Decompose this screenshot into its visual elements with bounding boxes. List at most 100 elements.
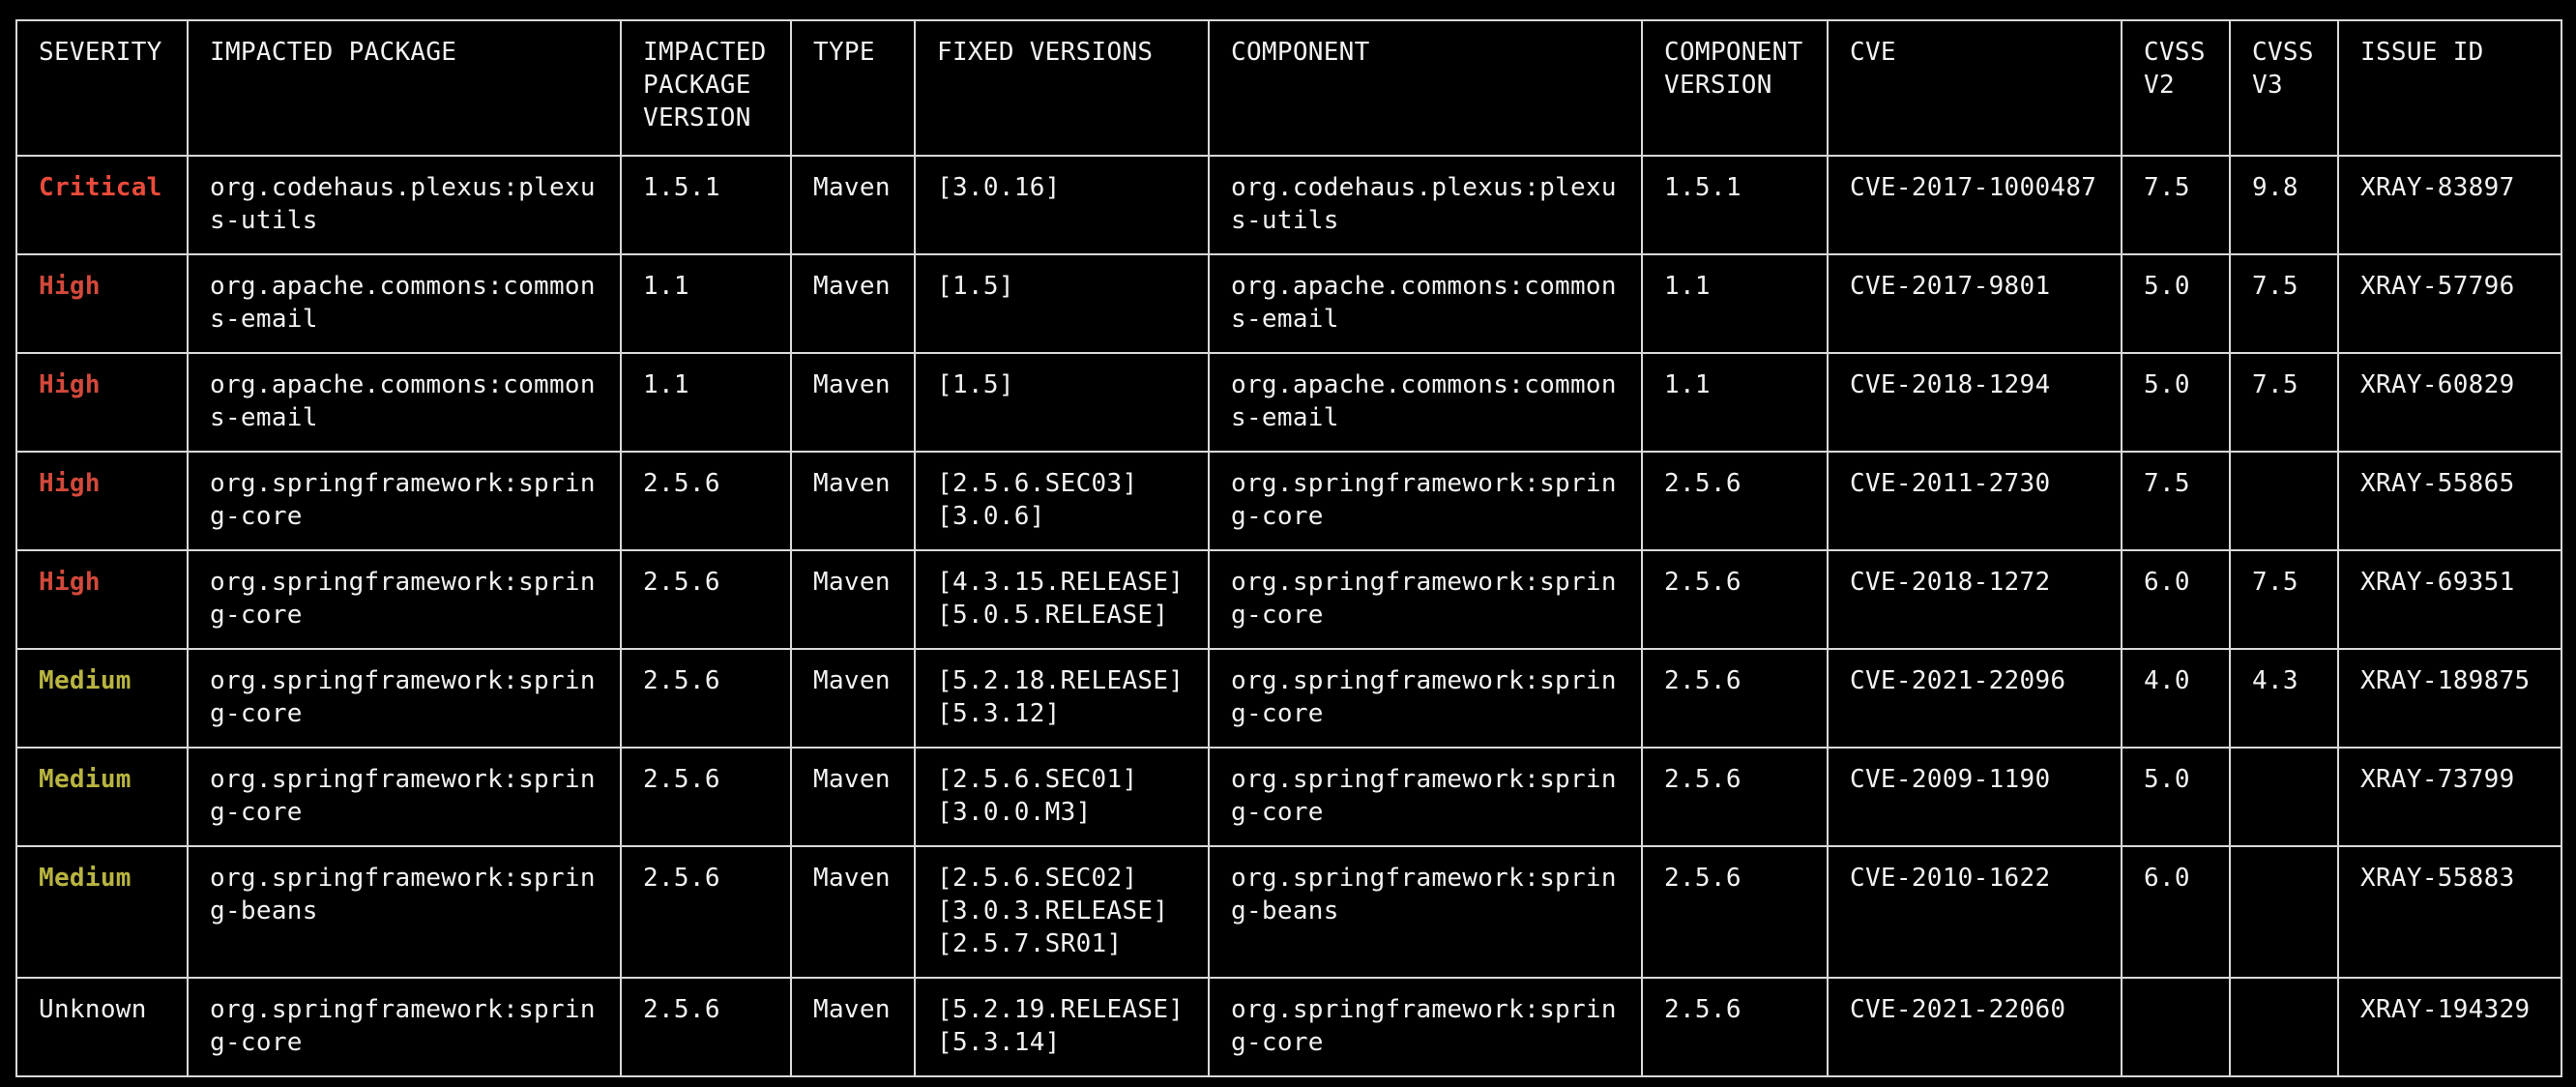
cve-cell: CVE-2017-1000487	[1827, 155, 2122, 255]
cve-cell: CVE-2018-1272	[1827, 549, 2122, 650]
column-header-cvss-v2: CVSS V2	[2121, 19, 2231, 157]
component-cell: org.springframework:spring-core	[1208, 549, 1643, 650]
cvss-v2-cell: 4.0	[2121, 648, 2231, 749]
issue-id-cell: XRAY-83897	[2337, 155, 2562, 255]
component-version-cell: 2.5.6	[1641, 977, 1829, 1077]
cvss-v3-cell	[2229, 451, 2339, 551]
impacted-package-cell: org.springframework:spring-core	[187, 549, 622, 650]
impacted-package-version-cell: 2.5.6	[620, 648, 792, 749]
component-version-cell: 1.1	[1641, 253, 1829, 354]
impacted-package-cell: org.springframework:spring-core	[187, 747, 622, 847]
cvss-v3-cell: 4.3	[2229, 648, 2339, 749]
column-header-severity: SEVERITY	[15, 19, 189, 157]
impacted-package-cell: org.springframework:spring-core	[187, 451, 622, 551]
cve-cell: CVE-2021-22096	[1827, 648, 2122, 749]
issue-id-cell: XRAY-55865	[2337, 451, 2562, 551]
component-cell: org.apache.commons:commons-email	[1208, 352, 1643, 453]
type-cell: Maven	[790, 155, 916, 255]
issue-id-cell: XRAY-189875	[2337, 648, 2562, 749]
cvss-v2-cell: 5.0	[2121, 747, 2231, 847]
impacted-package-cell: org.apache.commons:commons-email	[187, 352, 622, 453]
cve-cell: CVE-2011-2730	[1827, 451, 2122, 551]
fixed-versions-cell: [4.3.15.RELEASE] [5.0.5.RELEASE]	[914, 549, 1210, 650]
component-cell: org.springframework:spring-beans	[1208, 845, 1643, 979]
cvss-v2-cell: 5.0	[2121, 253, 2231, 354]
type-cell: Maven	[790, 977, 916, 1077]
component-cell: org.springframework:spring-core	[1208, 747, 1643, 847]
header-row: SEVERITY IMPACTED PACKAGE IMPACTED PACKA…	[15, 19, 2562, 157]
column-header-cvss-v3: CVSS V3	[2229, 19, 2339, 157]
type-cell: Maven	[790, 253, 916, 354]
cve-cell: CVE-2009-1190	[1827, 747, 2122, 847]
cvss-v2-cell: 5.0	[2121, 352, 2231, 453]
cvss-v3-cell: 7.5	[2229, 253, 2339, 354]
issue-id-cell: XRAY-57796	[2337, 253, 2562, 354]
column-header-fixed-versions: FIXED VERSIONS	[914, 19, 1210, 157]
fixed-versions-cell: [2.5.6.SEC02] [3.0.3.RELEASE] [2.5.7.SR0…	[914, 845, 1210, 979]
component-version-cell: 2.5.6	[1641, 451, 1829, 551]
column-header-component-version: COMPONENT VERSION	[1641, 19, 1829, 157]
cvss-v2-cell	[2121, 977, 2231, 1077]
severity-cell: Unknown	[15, 977, 189, 1077]
cvss-v3-cell: 7.5	[2229, 352, 2339, 453]
impacted-package-cell: org.codehaus.plexus:plexus-utils	[187, 155, 622, 255]
component-cell: org.apache.commons:commons-email	[1208, 253, 1643, 354]
fixed-versions-cell: [1.5]	[914, 253, 1210, 354]
component-cell: org.codehaus.plexus:plexus-utils	[1208, 155, 1643, 255]
impacted-package-version-cell: 2.5.6	[620, 451, 792, 551]
impacted-package-version-cell: 1.5.1	[620, 155, 792, 255]
severity-cell: Medium	[15, 845, 189, 979]
impacted-package-cell: org.springframework:spring-core	[187, 648, 622, 749]
severity-cell: Medium	[15, 747, 189, 847]
issue-id-cell: XRAY-60829	[2337, 352, 2562, 453]
cve-cell: CVE-2010-1622	[1827, 845, 2122, 979]
impacted-package-version-cell: 2.5.6	[620, 977, 792, 1077]
cvss-v2-cell: 7.5	[2121, 155, 2231, 255]
terminal-output: SEVERITY IMPACTED PACKAGE IMPACTED PACKA…	[15, 19, 2562, 1077]
severity-cell: High	[15, 451, 189, 551]
component-version-cell: 2.5.6	[1641, 747, 1829, 847]
severity-cell: High	[15, 352, 189, 453]
impacted-package-cell: org.springframework:spring-beans	[187, 845, 622, 979]
cvss-v3-cell: 7.5	[2229, 549, 2339, 650]
issue-id-cell: XRAY-69351	[2337, 549, 2562, 650]
vulnerability-table: SEVERITY IMPACTED PACKAGE IMPACTED PACKA…	[15, 19, 2562, 1077]
cvss-v3-cell	[2229, 747, 2339, 847]
component-version-cell: 2.5.6	[1641, 845, 1829, 979]
cvss-v2-cell: 7.5	[2121, 451, 2231, 551]
impacted-package-version-cell: 1.1	[620, 352, 792, 453]
type-cell: Maven	[790, 451, 916, 551]
column-header-type: TYPE	[790, 19, 916, 157]
type-cell: Maven	[790, 352, 916, 453]
issue-id-cell: XRAY-55883	[2337, 845, 2562, 979]
component-version-cell: 1.5.1	[1641, 155, 1829, 255]
cve-cell: CVE-2018-1294	[1827, 352, 2122, 453]
component-version-cell: 1.1	[1641, 352, 1829, 453]
fixed-versions-cell: [5.2.18.RELEASE] [5.3.12]	[914, 648, 1210, 749]
column-header-cve: CVE	[1827, 19, 2122, 157]
type-cell: Maven	[790, 747, 916, 847]
type-cell: Maven	[790, 648, 916, 749]
component-cell: org.springframework:spring-core	[1208, 648, 1643, 749]
fixed-versions-cell: [1.5]	[914, 352, 1210, 453]
impacted-package-version-cell: 2.5.6	[620, 845, 792, 979]
column-header-impacted-package-version: IMPACTED PACKAGE VERSION	[620, 19, 792, 157]
cvss-v3-cell	[2229, 845, 2339, 979]
cvss-v3-cell	[2229, 977, 2339, 1077]
cvss-v2-cell: 6.0	[2121, 845, 2231, 979]
impacted-package-version-cell: 2.5.6	[620, 549, 792, 650]
component-cell: org.springframework:spring-core	[1208, 451, 1643, 551]
severity-cell: High	[15, 549, 189, 650]
column-header-component: COMPONENT	[1208, 19, 1643, 157]
cvss-v3-cell: 9.8	[2229, 155, 2339, 255]
type-cell: Maven	[790, 845, 916, 979]
